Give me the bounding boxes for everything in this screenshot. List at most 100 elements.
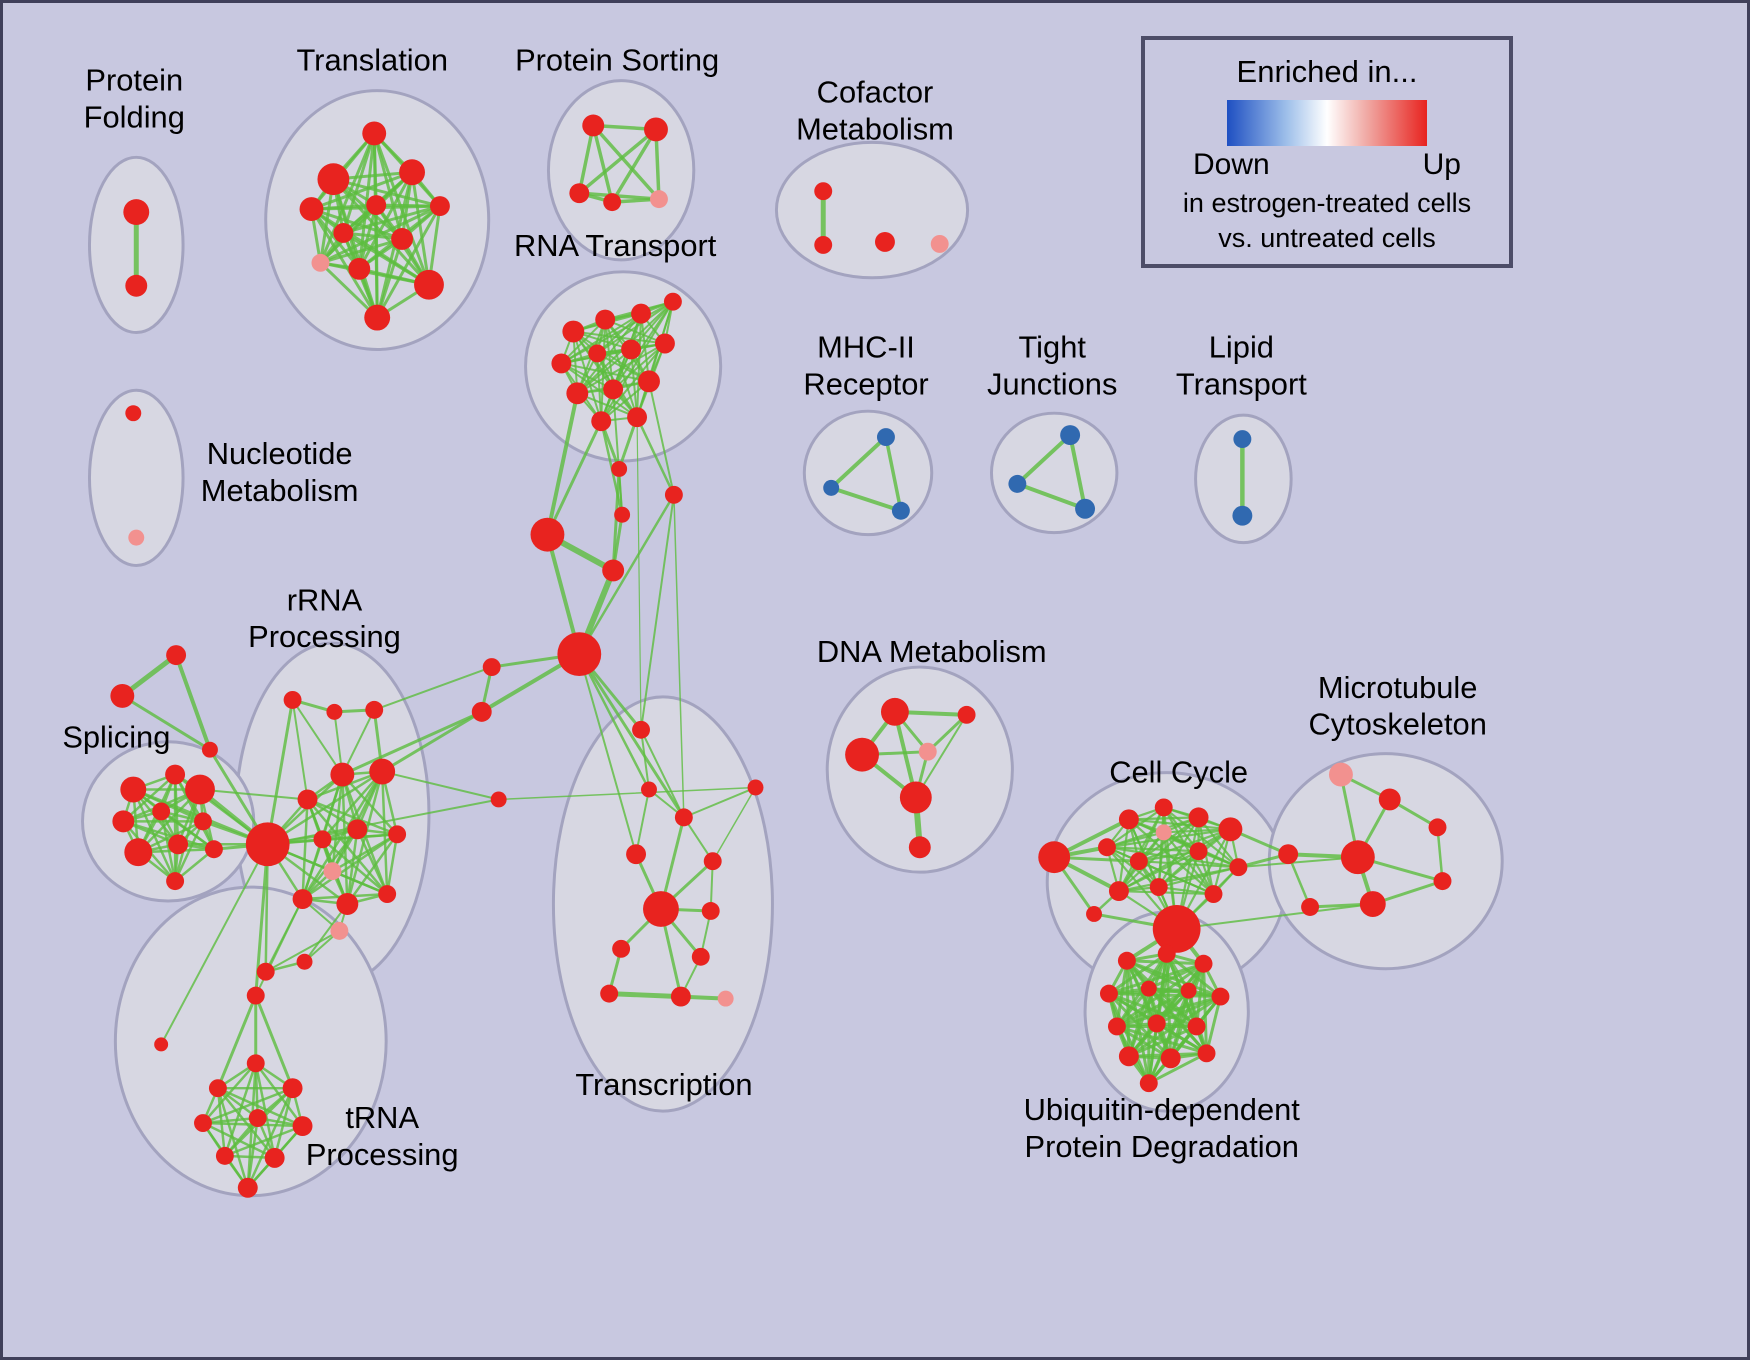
gene-set-node — [201, 741, 218, 758]
network-edge — [829, 485, 903, 513]
gene-set-node — [603, 193, 622, 212]
gene-set-node — [347, 819, 368, 840]
gene-set-node — [326, 703, 343, 720]
network-edge — [310, 170, 414, 211]
network-edge — [545, 419, 603, 537]
gene-set-node — [654, 333, 675, 354]
gene-set-node — [566, 382, 589, 405]
network-edge — [577, 652, 686, 819]
network-edge — [380, 710, 484, 774]
network-edge — [321, 770, 384, 841]
cluster-ellipse-microtubule-cytoskeleton — [1267, 752, 1504, 971]
network-edge — [1107, 962, 1206, 996]
gene-set-node — [1139, 1074, 1158, 1093]
legend-scale-labels: Down Up — [1193, 148, 1461, 182]
gene-set-node — [569, 183, 590, 204]
network-edge — [600, 342, 666, 423]
network-edge — [318, 237, 404, 265]
gene-set-node — [414, 269, 444, 300]
gene-set-node — [1152, 905, 1201, 953]
network-edge — [301, 798, 309, 901]
network-edge — [321, 838, 389, 896]
network-edge — [640, 493, 675, 731]
network-edge — [711, 786, 757, 862]
network-edge — [346, 828, 359, 906]
gene-set-node — [365, 700, 384, 719]
gene-set-node — [124, 838, 153, 867]
network-edge — [884, 435, 903, 513]
gene-set-node — [246, 986, 265, 1005]
network-edge — [159, 810, 216, 851]
gene-set-node — [562, 320, 585, 343]
network-edge — [374, 203, 379, 320]
network-edge — [1157, 831, 1165, 889]
gene-set-node — [110, 683, 135, 708]
gene-set-node — [204, 840, 223, 859]
gene-set-node — [1160, 1048, 1181, 1069]
gene-set-node — [891, 501, 910, 520]
network-edge — [1015, 433, 1073, 486]
cluster-label-translation: Translation — [296, 43, 448, 78]
gene-set-node — [664, 485, 683, 504]
network-edge — [914, 713, 968, 799]
network-edge — [381, 770, 500, 801]
network-edge — [612, 342, 666, 391]
gene-set-node — [399, 159, 425, 186]
network-edge — [1105, 831, 1165, 849]
gene-set-node — [123, 199, 150, 226]
gene-set-node — [638, 370, 660, 393]
gene-set-node — [957, 705, 976, 724]
gene-set-node — [595, 309, 616, 330]
legend-gradient-bar — [1227, 100, 1427, 146]
network-edge — [310, 207, 379, 320]
gene-set-node — [557, 632, 602, 677]
network-edge — [577, 123, 595, 195]
gene-set-node — [875, 231, 895, 252]
cluster-label-cell-cycle: Cell Cycle — [1109, 755, 1248, 790]
cluster-label-dna-metabolism: DNA Metabolism — [817, 634, 1047, 669]
gene-set-node — [930, 234, 949, 253]
gene-set-node — [296, 953, 313, 970]
network-edge — [1117, 850, 1200, 893]
gene-set-node — [814, 182, 833, 201]
gene-set-node — [631, 303, 651, 324]
gene-set-node — [313, 830, 332, 849]
legend: Enriched in... Down Up in estrogen-treat… — [1141, 36, 1513, 268]
gene-set-node — [627, 407, 648, 428]
gene-set-node — [366, 195, 387, 216]
legend-caption-line1: in estrogen-treated cells — [1182, 188, 1472, 218]
network-edge — [301, 838, 324, 901]
network-edge — [545, 391, 580, 537]
network-edge — [1107, 992, 1151, 1085]
network-edge — [648, 380, 675, 496]
gene-set-node — [1154, 798, 1173, 817]
network-edge — [1127, 987, 1151, 1058]
cluster-label-microtubule-cytoskeleton: Microtubule — [1318, 670, 1478, 705]
network-edge — [1107, 992, 1222, 999]
network-edge — [1147, 987, 1209, 1055]
cluster-label-lipid-transport: Transport — [1176, 366, 1307, 401]
network-edge — [1105, 806, 1165, 849]
network-edge — [266, 798, 500, 846]
network-edge — [306, 798, 399, 836]
network-edge — [1105, 846, 1200, 853]
network-edge — [357, 203, 378, 271]
network-edge — [341, 131, 376, 235]
gene-set-node — [120, 776, 147, 803]
gene-set-node — [611, 460, 628, 477]
network-edge — [266, 770, 384, 846]
gene-set-node — [602, 559, 625, 582]
gene-set-node — [336, 893, 359, 915]
gene-set-node — [1428, 818, 1447, 837]
gene-set-node — [1189, 842, 1208, 861]
gene-set-node — [1117, 951, 1136, 970]
gene-set-node — [264, 1147, 285, 1168]
network-edge — [291, 698, 344, 776]
gene-set-node — [215, 1146, 234, 1165]
gene-set-node — [603, 379, 624, 400]
node-layer — [110, 114, 1452, 1198]
gene-set-node — [1433, 872, 1452, 891]
gene-set-node — [918, 742, 937, 761]
network-edge — [578, 653, 638, 856]
